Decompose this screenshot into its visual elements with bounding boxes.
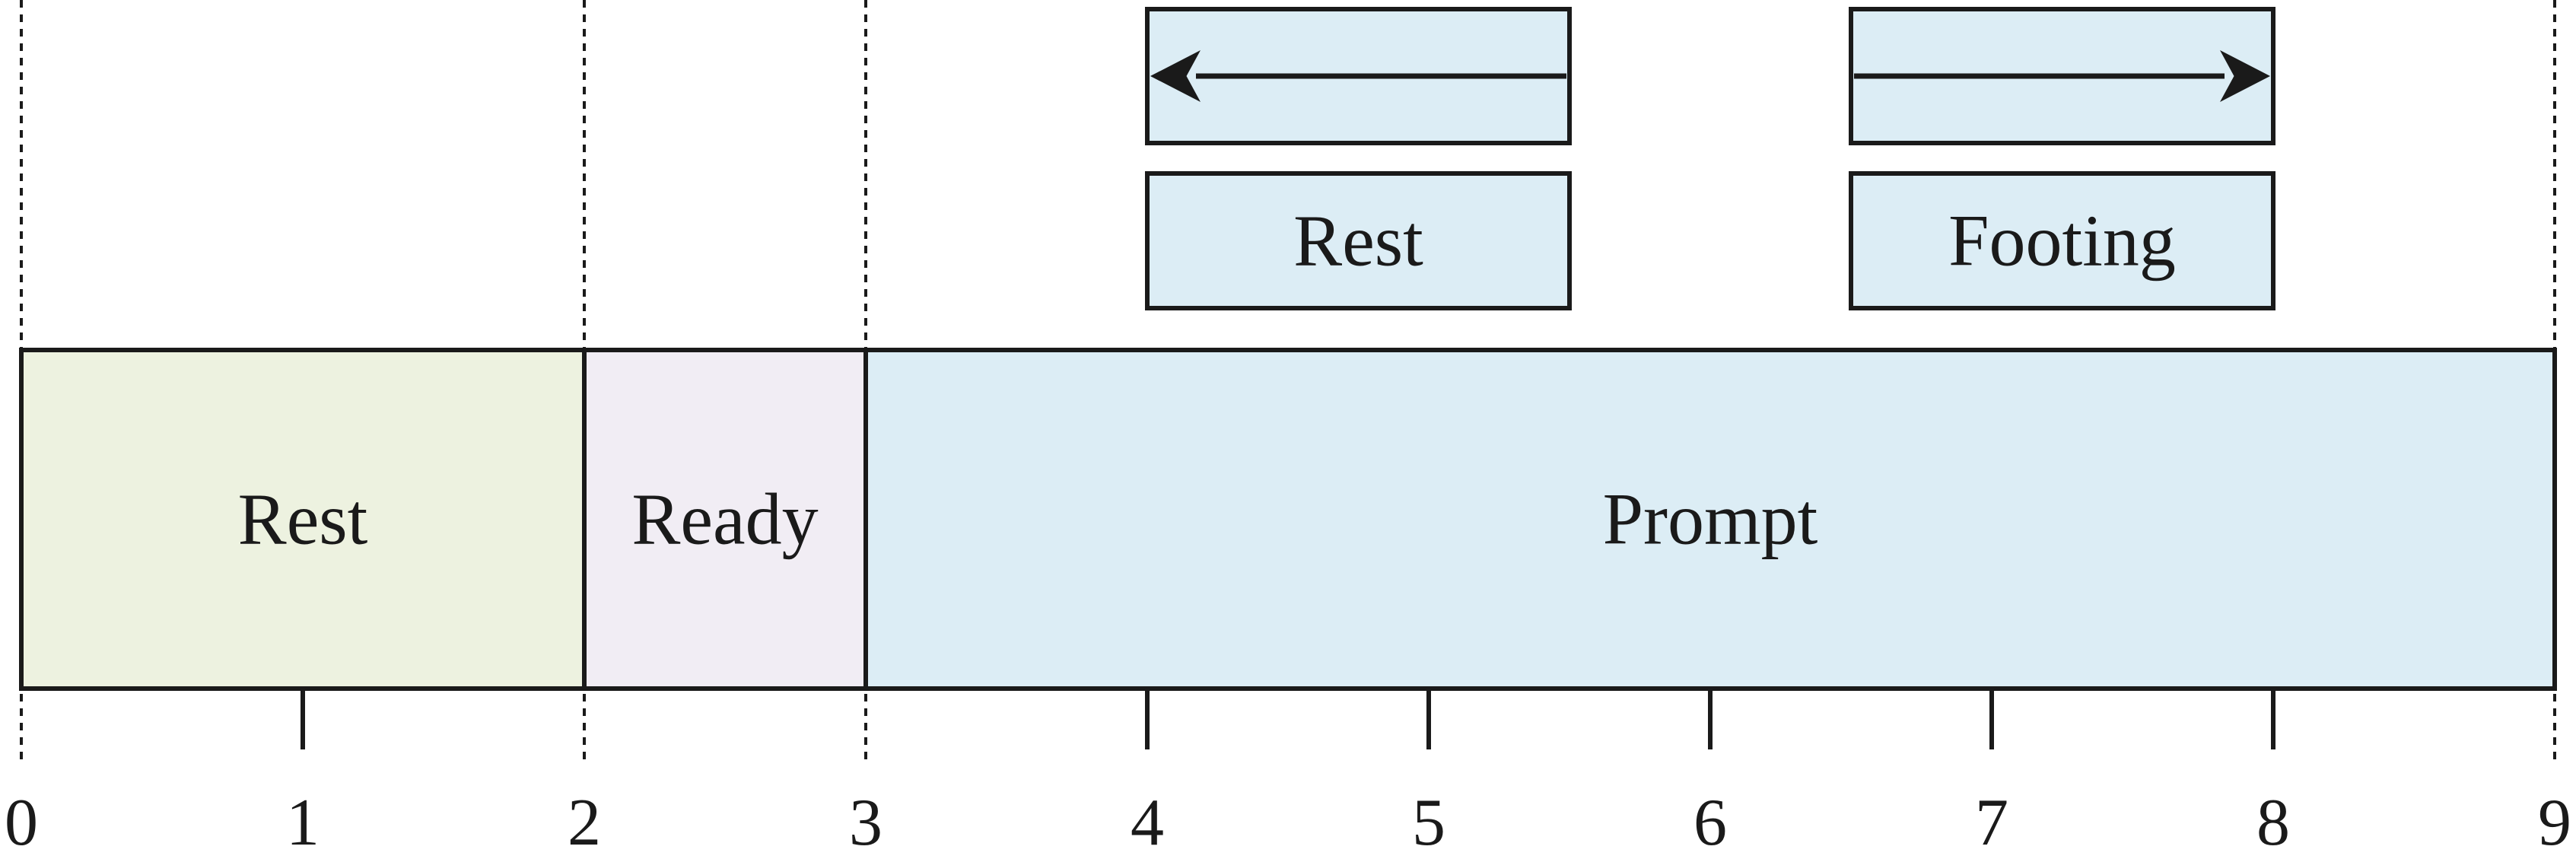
tick-label-1: 1 <box>286 786 320 859</box>
phase-ready-label: Ready <box>631 479 818 560</box>
phase-rest-block <box>19 348 587 691</box>
phase-ready-block <box>582 348 868 691</box>
tick-label-8: 8 <box>2256 786 2290 859</box>
cue-right-label-box <box>1849 171 2275 310</box>
time-axis: 0 1 2 3 4 5 6 7 8 9 <box>5 689 2571 859</box>
phase-prompt-block <box>863 348 2557 691</box>
right-arrow-icon <box>2220 50 2270 102</box>
phase-prompt-label: Prompt <box>1603 479 1818 560</box>
tick-label-9: 9 <box>2538 786 2571 859</box>
tick-label-7: 7 <box>1975 786 2008 859</box>
tick-label-2: 2 <box>568 786 601 859</box>
cue-right-label: Footing <box>1948 200 2176 282</box>
tick-label-3: 3 <box>849 786 883 859</box>
tick-label-5: 5 <box>1412 786 1445 859</box>
cue-blocks: Rest Footing <box>1145 7 2275 310</box>
cue-left-label: Rest <box>1293 200 1423 282</box>
phase-bar: Rest Ready Prompt <box>19 348 2557 691</box>
tick-label-6: 6 <box>1693 786 1727 859</box>
cue-left-label-box <box>1145 171 1572 310</box>
left-arrow-icon <box>1150 50 1201 102</box>
tick-label-0: 0 <box>5 786 38 859</box>
phase-rest-label: Rest <box>238 479 368 560</box>
tick-label-4: 4 <box>1131 786 1164 859</box>
